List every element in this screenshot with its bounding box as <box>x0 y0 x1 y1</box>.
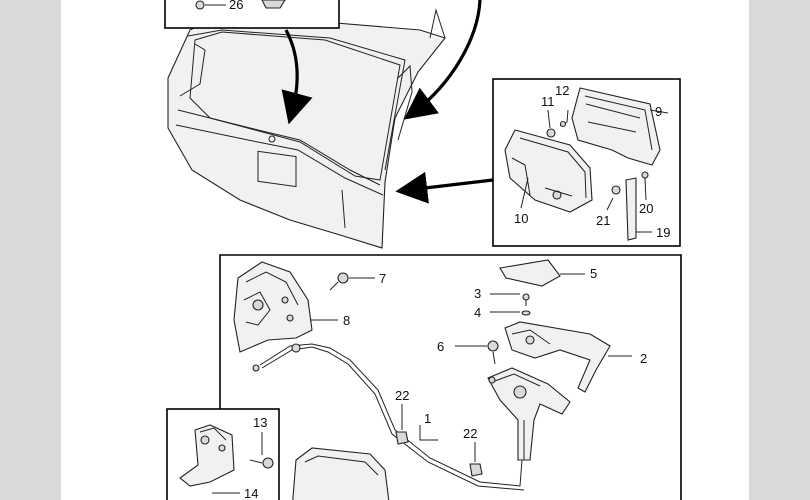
callout-7: 7 <box>379 271 386 286</box>
exploded-parts-diagram: 26 11 12 9 10 21 20 19 <box>164 0 682 500</box>
detail-box-hinge: 13 14 <box>166 408 280 500</box>
callout-2: 2 <box>640 351 647 366</box>
detail-box-top-left: 26 <box>164 0 340 29</box>
bottom-handle-fragment <box>292 447 390 500</box>
callout-5: 5 <box>590 266 597 281</box>
pointer-arrows <box>281 0 494 204</box>
callout-10: 10 <box>514 211 528 226</box>
callout-26: 26 <box>229 0 243 12</box>
callout-11: 11 <box>541 94 555 109</box>
diagram-sheet: 26 11 12 9 10 21 20 19 <box>61 0 749 500</box>
callout-14: 14 <box>244 486 258 500</box>
callout-20: 20 <box>639 201 653 216</box>
callout-3: 3 <box>474 286 481 301</box>
detail-box-lock-mechanism: 7 8 5 3 4 6 2 22 1 22 <box>219 254 682 500</box>
callout-22a: 22 <box>395 388 409 403</box>
detail-box-handle: 11 12 9 10 21 20 19 <box>492 78 681 247</box>
tailgate-illustration <box>167 8 446 249</box>
callout-9: 9 <box>655 104 662 119</box>
callout-13: 13 <box>253 415 267 430</box>
callout-19: 19 <box>656 225 670 240</box>
callout-4: 4 <box>474 305 481 320</box>
callout-8: 8 <box>343 313 350 328</box>
callout-22b: 22 <box>463 426 477 441</box>
callout-1: 1 <box>424 411 431 426</box>
callout-6: 6 <box>437 339 444 354</box>
callout-21: 21 <box>596 213 610 228</box>
callout-12: 12 <box>555 83 569 98</box>
